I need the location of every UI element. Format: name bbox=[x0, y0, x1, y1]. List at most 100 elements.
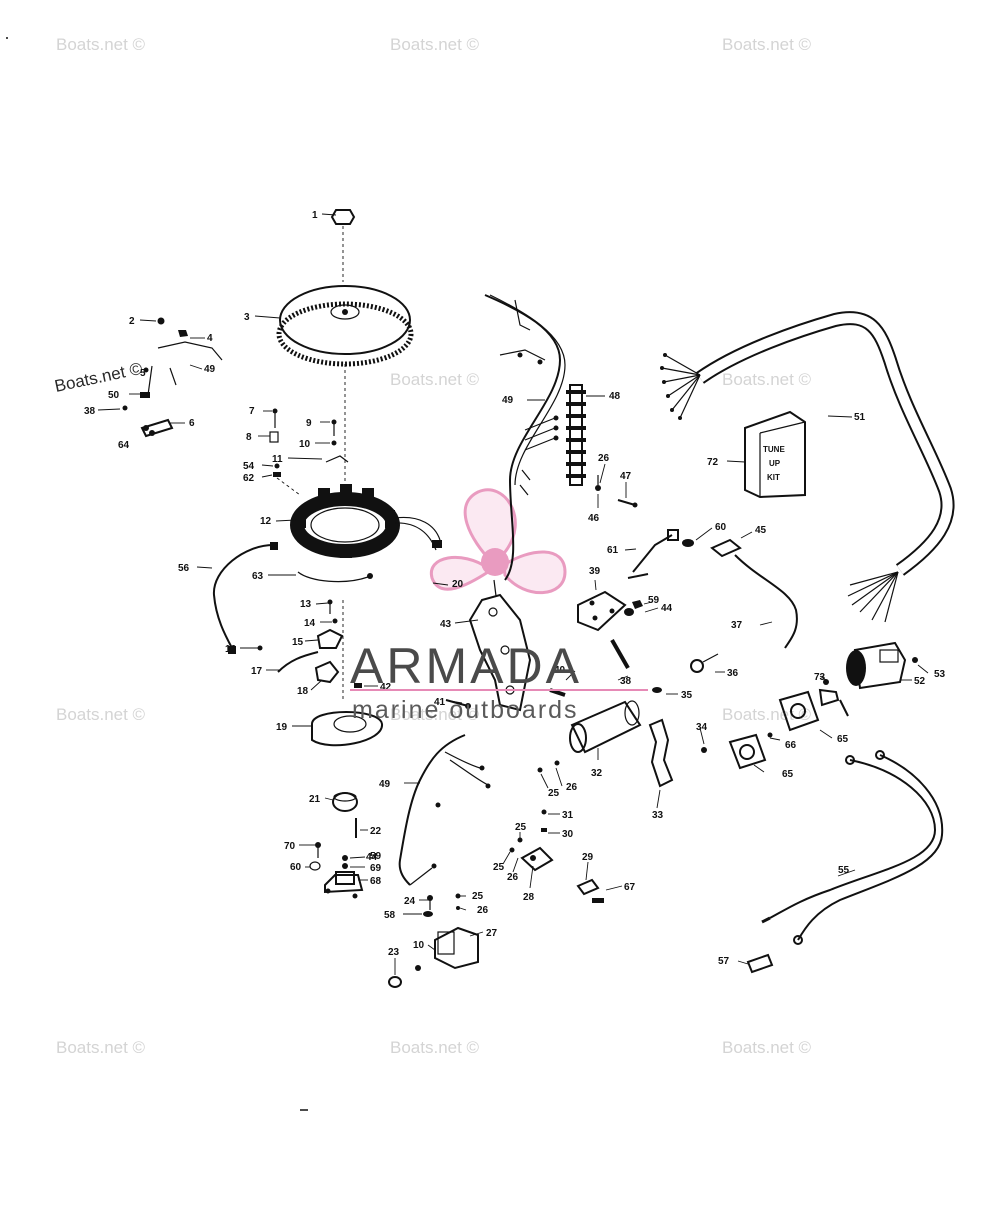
callout-49: 49 bbox=[204, 364, 216, 375]
part-switch-plates bbox=[728, 690, 820, 770]
callout-12: 12 bbox=[260, 516, 272, 527]
callout-70: 70 bbox=[284, 841, 296, 852]
part-flywheel bbox=[276, 285, 414, 500]
part-main-harness bbox=[660, 311, 955, 623]
part-terminal-block bbox=[566, 384, 638, 508]
callout-54: 54 bbox=[243, 461, 255, 472]
part-battery-cables bbox=[746, 750, 944, 974]
part-coil-bracket bbox=[468, 579, 532, 712]
part-timer-components bbox=[257, 599, 344, 700]
callout-11: 11 bbox=[272, 454, 283, 465]
callout-38: 38 bbox=[84, 406, 96, 417]
part-stator bbox=[290, 484, 442, 558]
brand-name: ARMADA bbox=[350, 638, 582, 694]
callout-69: 69 bbox=[370, 863, 382, 874]
callout-65: 65 bbox=[837, 734, 849, 745]
callout-25: 25 bbox=[515, 822, 527, 833]
part-rectifier-assembly bbox=[309, 842, 364, 899]
part-stator-screws bbox=[269, 408, 349, 496]
callout-5: 5 bbox=[140, 368, 146, 379]
callout-8: 8 bbox=[246, 432, 252, 443]
callout-35: 35 bbox=[681, 690, 693, 701]
callout-7: 7 bbox=[249, 406, 255, 417]
callout-29: 29 bbox=[582, 852, 594, 863]
callout-51: 51 bbox=[854, 412, 866, 423]
part-terminal-bracket bbox=[509, 809, 604, 903]
watermark: Boats.net © bbox=[390, 1038, 480, 1057]
callout-40: 40 bbox=[554, 665, 566, 676]
part-ignition-switch bbox=[818, 641, 918, 717]
part-wiring-harness-upper bbox=[484, 294, 566, 581]
brand-tagline: marine outboards bbox=[352, 696, 579, 724]
part-starter-motor bbox=[537, 700, 642, 773]
propeller-logo-icon bbox=[429, 488, 567, 595]
callout-44: 44 bbox=[366, 852, 378, 863]
callout-25: 25 bbox=[493, 862, 505, 873]
watermark: Boats.net © bbox=[722, 35, 812, 54]
callout-14: 14 bbox=[304, 618, 316, 629]
callout-52: 52 bbox=[914, 676, 926, 687]
watermark: Boats.net © bbox=[53, 359, 145, 396]
part-bracket-fasteners bbox=[354, 683, 471, 709]
callout-34: 34 bbox=[696, 722, 708, 733]
callout-42: 42 bbox=[380, 682, 392, 693]
callout-59: 59 bbox=[370, 851, 382, 862]
callout-68: 68 bbox=[370, 876, 382, 887]
callout-23: 23 bbox=[388, 947, 400, 958]
part-wiring-harness-lower bbox=[398, 734, 491, 886]
callout-18: 18 bbox=[297, 686, 309, 697]
part-tune-up-kit: TUNE UP KIT bbox=[744, 410, 806, 499]
part-flywheel-nut bbox=[330, 209, 356, 282]
callout-4: 4 bbox=[207, 333, 213, 344]
callout-33: 33 bbox=[652, 810, 664, 821]
callout-1: 1 bbox=[312, 210, 318, 221]
watermark: Boats.net © bbox=[722, 1038, 812, 1057]
watermark: Boats.net © bbox=[390, 705, 480, 724]
part-wires-left bbox=[212, 542, 373, 654]
part-starter-solenoid bbox=[388, 893, 479, 988]
callout-26: 26 bbox=[507, 872, 519, 883]
callout-60: 60 bbox=[290, 862, 302, 873]
callout-28: 28 bbox=[523, 892, 535, 903]
callout-10: 10 bbox=[299, 439, 311, 450]
callout-59: 59 bbox=[648, 595, 660, 606]
watermark: Boats.net © bbox=[56, 705, 146, 724]
callout-50: 50 bbox=[108, 390, 120, 401]
watermark: Boats.net © bbox=[56, 1038, 146, 1057]
callout-26: 26 bbox=[477, 905, 489, 916]
watermark: Boats.net © bbox=[390, 35, 480, 54]
callout-46: 46 bbox=[588, 513, 600, 524]
callout-47: 47 bbox=[620, 471, 632, 482]
callout-57: 57 bbox=[718, 956, 730, 967]
callout-26: 26 bbox=[566, 782, 578, 793]
callout-13: 13 bbox=[300, 599, 312, 610]
callout-39: 39 bbox=[589, 566, 601, 577]
callout-26: 26 bbox=[598, 453, 610, 464]
callout-15: 15 bbox=[292, 637, 304, 648]
callout-62: 62 bbox=[243, 473, 255, 484]
callout-9: 9 bbox=[306, 418, 312, 429]
callout-31: 31 bbox=[562, 810, 574, 821]
callout-72: 72 bbox=[707, 457, 719, 468]
callout-2: 2 bbox=[129, 316, 135, 327]
callout-10: 10 bbox=[413, 940, 425, 951]
callout-49: 49 bbox=[379, 779, 391, 790]
part-spark-plug-leads bbox=[627, 529, 798, 693]
callout-19: 19 bbox=[276, 722, 288, 733]
callout-53: 53 bbox=[934, 669, 946, 680]
callout-16: 16 bbox=[225, 644, 237, 655]
watermark: Boats.net © bbox=[56, 35, 146, 54]
callout-38: 38 bbox=[620, 676, 632, 687]
callouts: 1 2 3 4 5 6 7 8 9 10 11 12 13 14 15 16 1… bbox=[84, 210, 946, 967]
callout-32: 32 bbox=[591, 768, 603, 779]
callout-3: 3 bbox=[244, 312, 250, 323]
callout-60: 60 bbox=[715, 522, 727, 533]
callout-17: 17 bbox=[251, 666, 263, 677]
callout-65: 65 bbox=[782, 769, 794, 780]
callout-20: 20 bbox=[452, 579, 464, 590]
callout-63: 63 bbox=[252, 571, 264, 582]
kit-label-line: KIT bbox=[767, 473, 780, 482]
callout-30: 30 bbox=[562, 829, 574, 840]
callout-37: 37 bbox=[731, 620, 743, 631]
